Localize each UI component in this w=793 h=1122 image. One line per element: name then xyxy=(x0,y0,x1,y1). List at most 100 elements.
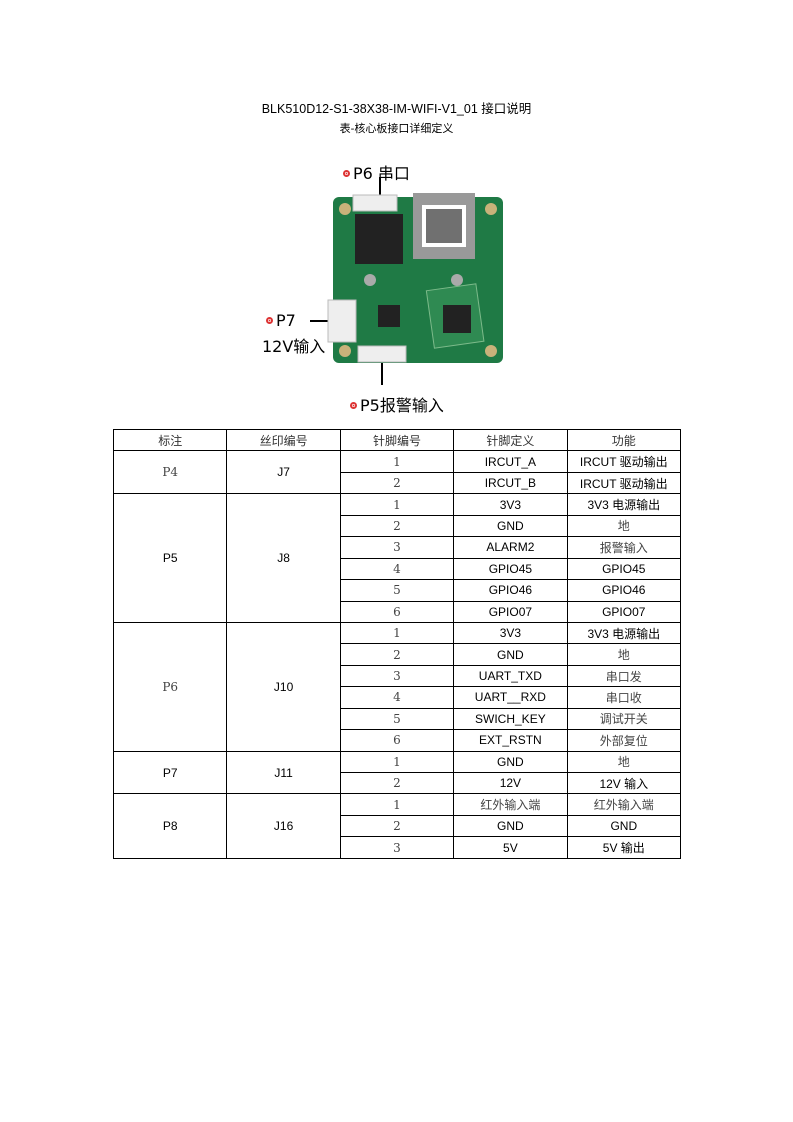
label-p7: P7 xyxy=(266,311,296,330)
pin-definition: SWICH_KEY xyxy=(453,707,568,731)
pin-number: 2 xyxy=(339,514,455,538)
pin-definition: UART__RXD xyxy=(453,686,568,709)
pin-definition: IRCUT_A xyxy=(453,450,568,473)
pin-number: 2 xyxy=(339,814,455,838)
pin-function: 地 xyxy=(566,514,682,538)
pin-definition: GPIO46 xyxy=(453,579,568,602)
pin-function: 调试开关 xyxy=(566,707,682,731)
pin-number: 5 xyxy=(339,707,455,731)
pin-number: 2 xyxy=(339,471,455,495)
pin-number: 1 xyxy=(339,621,455,645)
pin-definition: 3V3 xyxy=(453,621,568,645)
pin-definition: UART_TXD xyxy=(453,664,568,688)
label-p6-text: P6 串口 xyxy=(353,164,410,183)
pin-function: GPIO45 xyxy=(566,557,682,581)
connector-label: P6 xyxy=(112,621,228,752)
pin-number: 3 xyxy=(339,836,455,859)
pin-definition: EXT_RSTN xyxy=(453,729,568,752)
silkscreen-id: J10 xyxy=(226,621,341,752)
label-p7-sub: 12V输入 xyxy=(262,337,326,356)
marker-icon xyxy=(350,402,357,409)
pin-function: 串口收 xyxy=(566,686,682,709)
board-figure: P6 串口 P7 12V输入 P5报警输入 xyxy=(250,155,550,415)
pin-definition: 12V xyxy=(453,771,568,795)
pin-number: 6 xyxy=(339,729,455,752)
pin-definition: GND xyxy=(453,814,568,838)
pin-definition: IRCUT_B xyxy=(453,471,568,495)
pin-number: 2 xyxy=(339,643,455,666)
pin-definition: 红外输入端 xyxy=(453,793,568,816)
silkscreen-id: J8 xyxy=(226,493,341,623)
connector-label: P8 xyxy=(112,793,228,859)
marker-icon xyxy=(266,317,273,324)
marker-icon xyxy=(343,170,350,177)
pin-function: GPIO07 xyxy=(566,600,682,623)
silkscreen-id: J7 xyxy=(226,450,341,495)
pcb-board-image xyxy=(310,177,503,385)
connector-label: P7 xyxy=(112,750,228,795)
pin-definition: 5V xyxy=(453,836,568,859)
table-header-row: 标注丝印编号针脚编号针脚定义功能 xyxy=(112,428,682,452)
label-p5-text: P5报警输入 xyxy=(360,396,444,415)
connector-label: P4 xyxy=(112,450,228,495)
pin-function: 串口发 xyxy=(566,664,682,688)
silkscreen-id: J16 xyxy=(226,793,341,859)
column-header: 标注 xyxy=(112,428,228,452)
column-header: 针脚定义 xyxy=(453,428,568,452)
pin-function: IRCUT 驱动输出 xyxy=(566,471,682,495)
pin-function: 红外输入端 xyxy=(566,793,682,816)
pin-function: 3V3 电源输出 xyxy=(566,493,682,516)
pin-number: 4 xyxy=(339,557,455,581)
pin-function: GND xyxy=(566,814,682,838)
pin-number: 1 xyxy=(339,793,455,816)
document-title: BLK510D12-S1-38X38-IM-WIFI-V1_01 接口说明 xyxy=(261,102,532,116)
pin-function: 外部复位 xyxy=(566,729,682,752)
pin-number: 2 xyxy=(339,771,455,795)
pin-function: 5V 输出 xyxy=(566,836,682,859)
pin-number: 1 xyxy=(339,750,455,774)
pin-definition: GPIO07 xyxy=(453,600,568,623)
pin-number: 1 xyxy=(339,450,455,473)
pin-number: 1 xyxy=(339,493,455,516)
table-caption: 表-核心板接口详细定义 xyxy=(339,122,454,135)
silkscreen-id: J11 xyxy=(226,750,341,795)
pin-number: 3 xyxy=(339,664,455,688)
pin-definition: GPIO45 xyxy=(453,557,568,581)
pin-number: 6 xyxy=(339,600,455,623)
pin-number: 3 xyxy=(339,536,455,559)
pin-definition: 3V3 xyxy=(453,493,568,516)
column-header: 功能 xyxy=(566,428,682,452)
pin-number: 5 xyxy=(339,579,455,602)
pin-number: 4 xyxy=(339,686,455,709)
column-header: 针脚编号 xyxy=(339,428,455,452)
pin-function: IRCUT 驱动输出 xyxy=(566,450,682,473)
pin-function: 报警输入 xyxy=(566,536,682,559)
pin-function: GPIO46 xyxy=(566,579,682,602)
label-p5: P5报警输入 xyxy=(350,392,444,416)
pin-definition: GND xyxy=(453,750,568,774)
label-p6: P6 串口 xyxy=(343,160,410,184)
pin-function: 地 xyxy=(566,643,682,666)
pin-function: 12V 输入 xyxy=(566,771,682,795)
pin-definition: GND xyxy=(453,643,568,666)
pin-function: 3V3 电源输出 xyxy=(566,621,682,645)
